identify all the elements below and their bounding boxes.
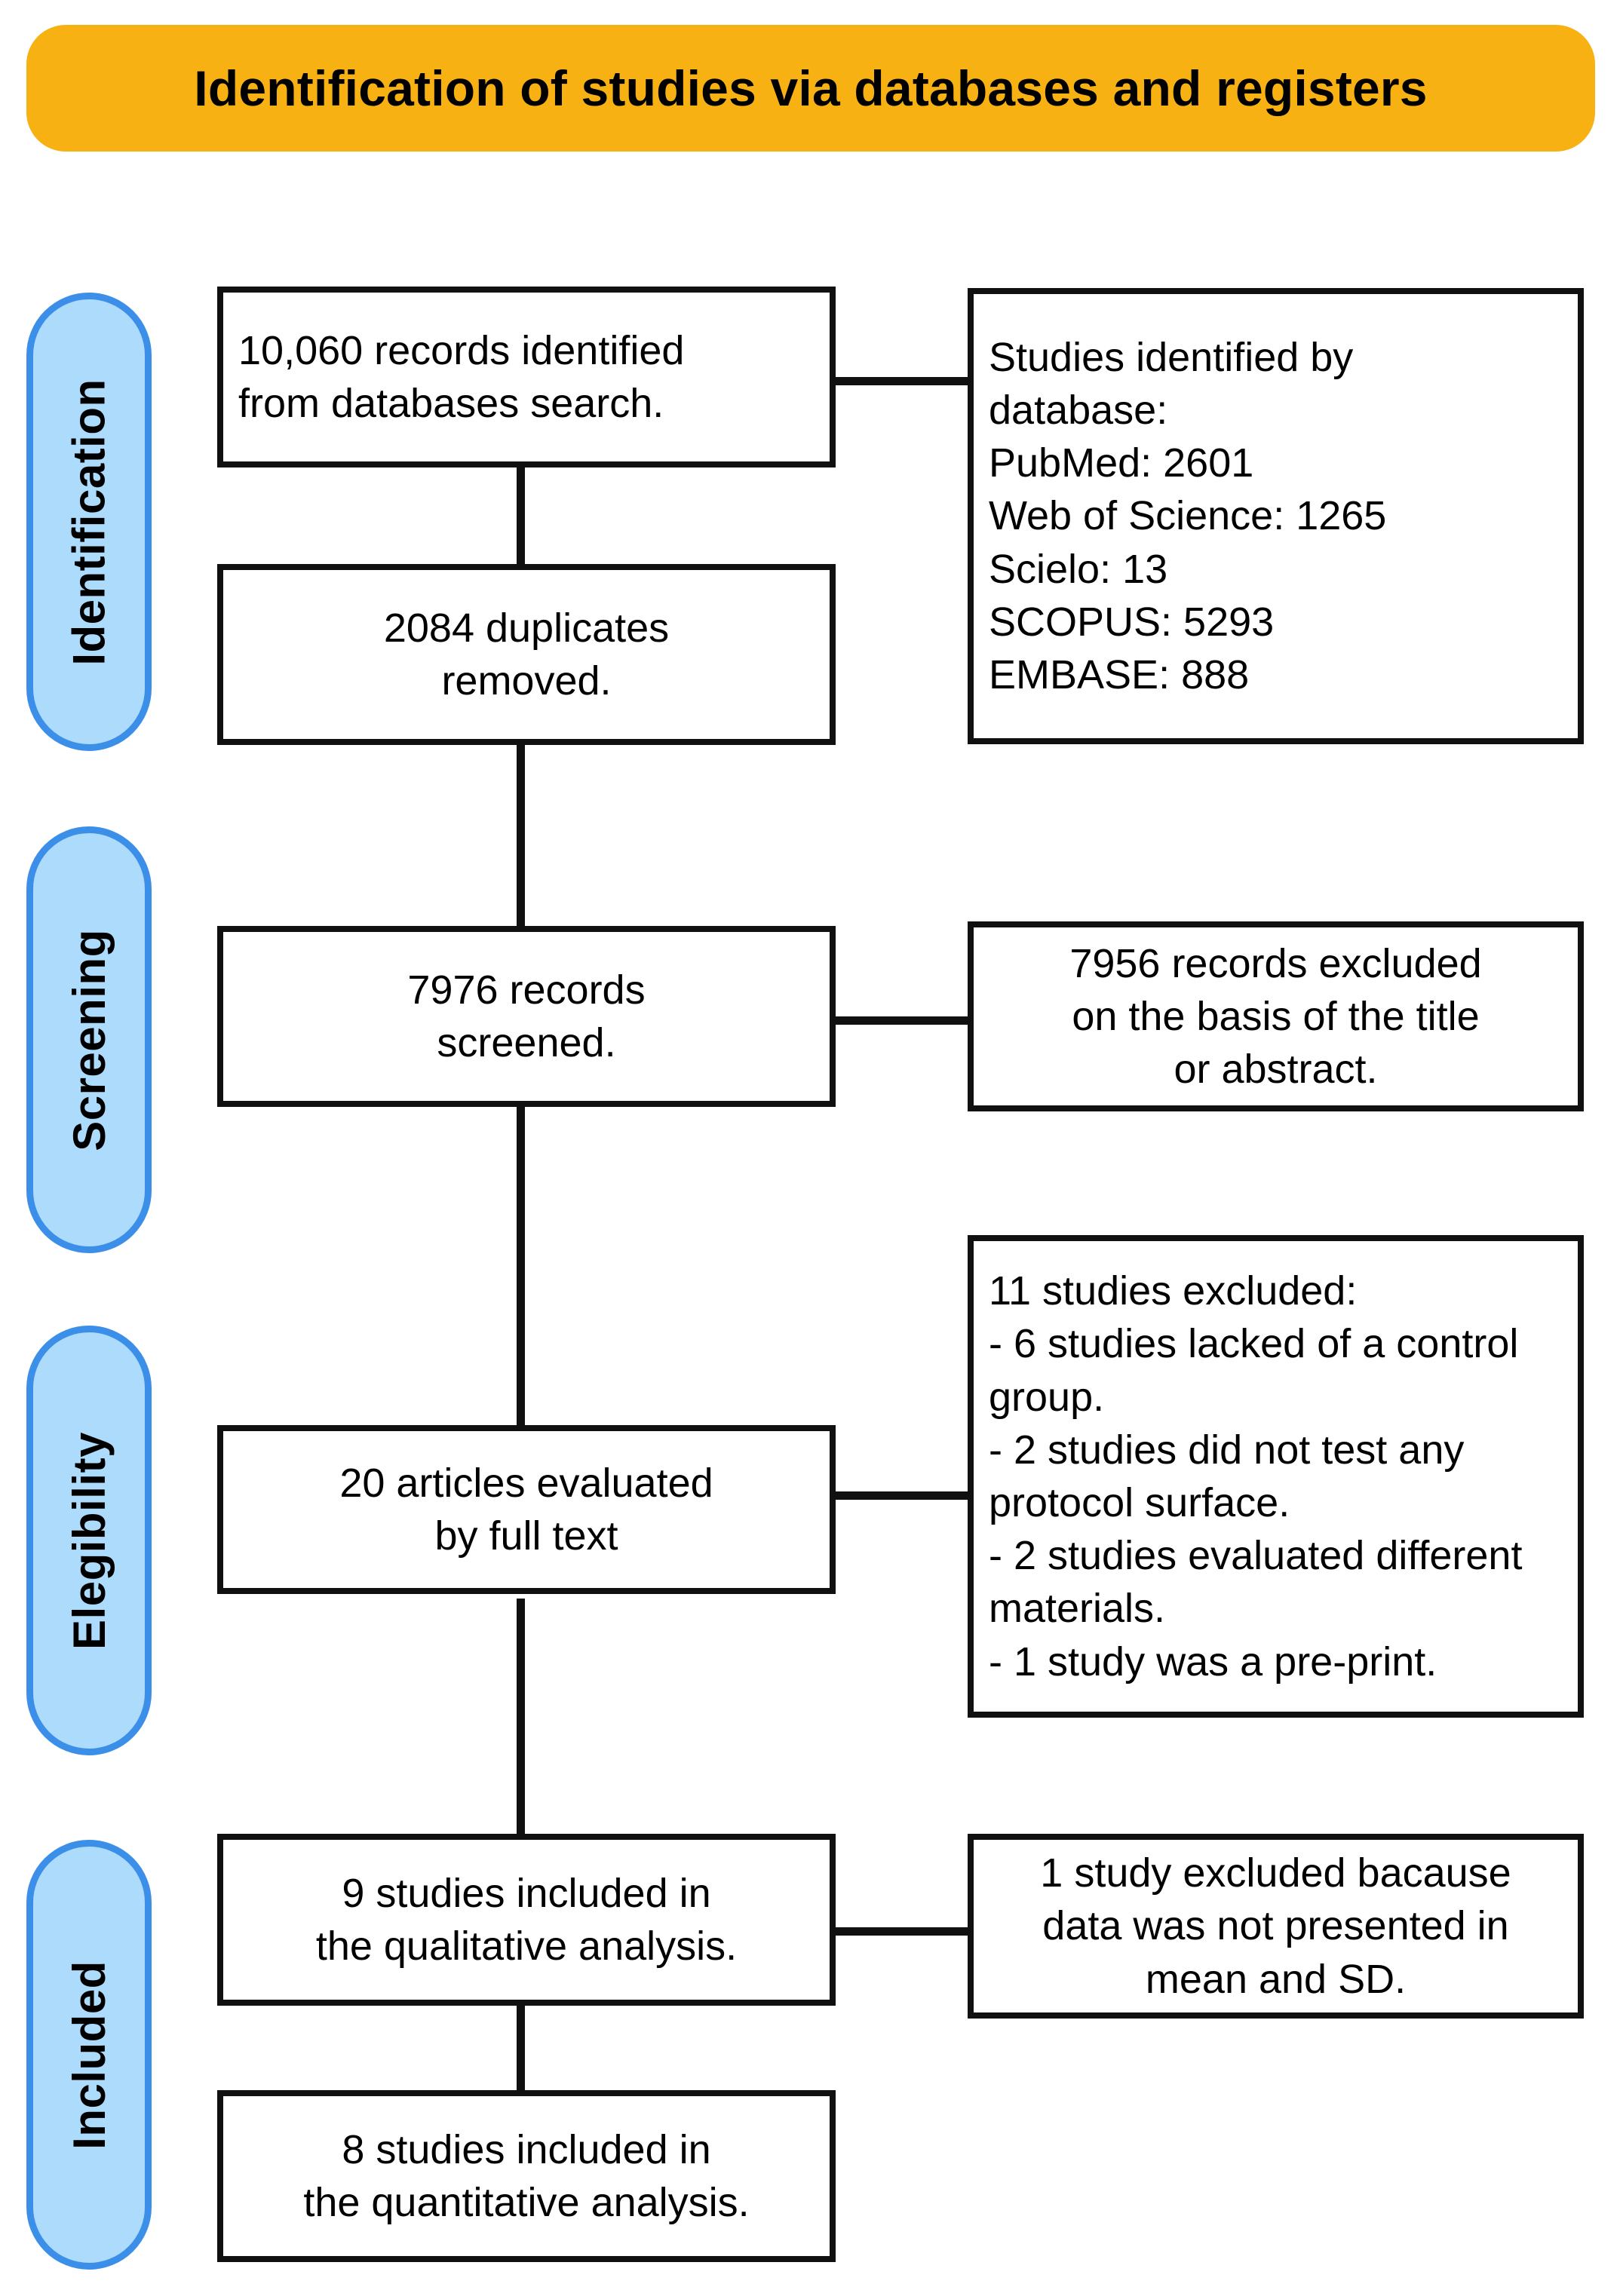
box-databases-breakdown: Studies identified by database: PubMed: … [968,288,1584,744]
box-studies-excluded: 11 studies excluded: - 6 studies lacked … [968,1235,1584,1718]
box-quantitative-included-text: 8 studies included in the quantitative a… [303,2126,750,2225]
box-records-excluded: 7956 records excluded on the basis of th… [968,921,1584,1111]
page-title: Identification of studies via databases … [194,60,1428,116]
box-records-excluded-text: 7956 records excluded on the basis of th… [1069,940,1482,1093]
connector-fulltext-to-studies-excluded [830,1491,973,1500]
stage-pill-screening: Screening [26,826,152,1253]
stage-label-included: Included [63,1960,115,2150]
box-records-screened-text: 7976 records screened. [407,967,646,1065]
stage-pill-identification: Identification [26,293,152,751]
box-qualitative-included: 9 studies included in the qualitative an… [217,1834,836,2006]
box-records-identified: 10,060 records identified from databases… [217,287,836,467]
box-articles-full-text-text: 20 articles evaluated by full text [339,1460,713,1559]
box-qualitative-included-text: 9 studies included in the qualitative an… [315,1870,738,1969]
connector-screened-to-excluded [830,1016,973,1025]
connector-duplicates-to-screened [517,739,525,927]
diagram-title-banner: Identification of studies via databases … [26,25,1595,152]
box-duplicates-removed-text: 2084 duplicates removed. [383,605,670,704]
box-duplicates-removed: 2084 duplicates removed. [217,564,836,745]
connector-identified-to-databases [830,377,973,385]
box-articles-full-text: 20 articles evaluated by full text [217,1425,836,1594]
box-excluded-no-mean-sd: 1 study excluded bacause data was not pr… [968,1834,1584,2019]
box-quantitative-included: 8 studies included in the quantitative a… [217,2090,836,2262]
box-records-identified-text: 10,060 records identified from databases… [238,327,685,426]
stage-label-elegibility: Elegibility [63,1431,115,1650]
stage-pill-included: Included [26,1840,152,2270]
connector-qualitative-to-quantitative [517,1998,525,2096]
stage-pill-elegibility: Elegibility [26,1326,152,1755]
connector-fulltext-to-qualitative [517,1599,525,1862]
stage-label-identification: Identification [63,378,115,666]
connector-qualitative-to-excluded-sd [830,1927,973,1936]
connector-screened-to-fulltext [517,1078,525,1448]
connector-identified-to-duplicates [517,467,525,588]
box-records-screened: 7976 records screened. [217,926,836,1107]
box-excluded-no-mean-sd-text: 1 study excluded bacause data was not pr… [1040,1850,1511,2002]
stage-label-screening: Screening [63,928,115,1151]
box-databases-breakdown-text: Studies identified by database: PubMed: … [989,334,1387,697]
box-studies-excluded-text: 11 studies excluded: - 6 studies lacked … [989,1268,1523,1684]
